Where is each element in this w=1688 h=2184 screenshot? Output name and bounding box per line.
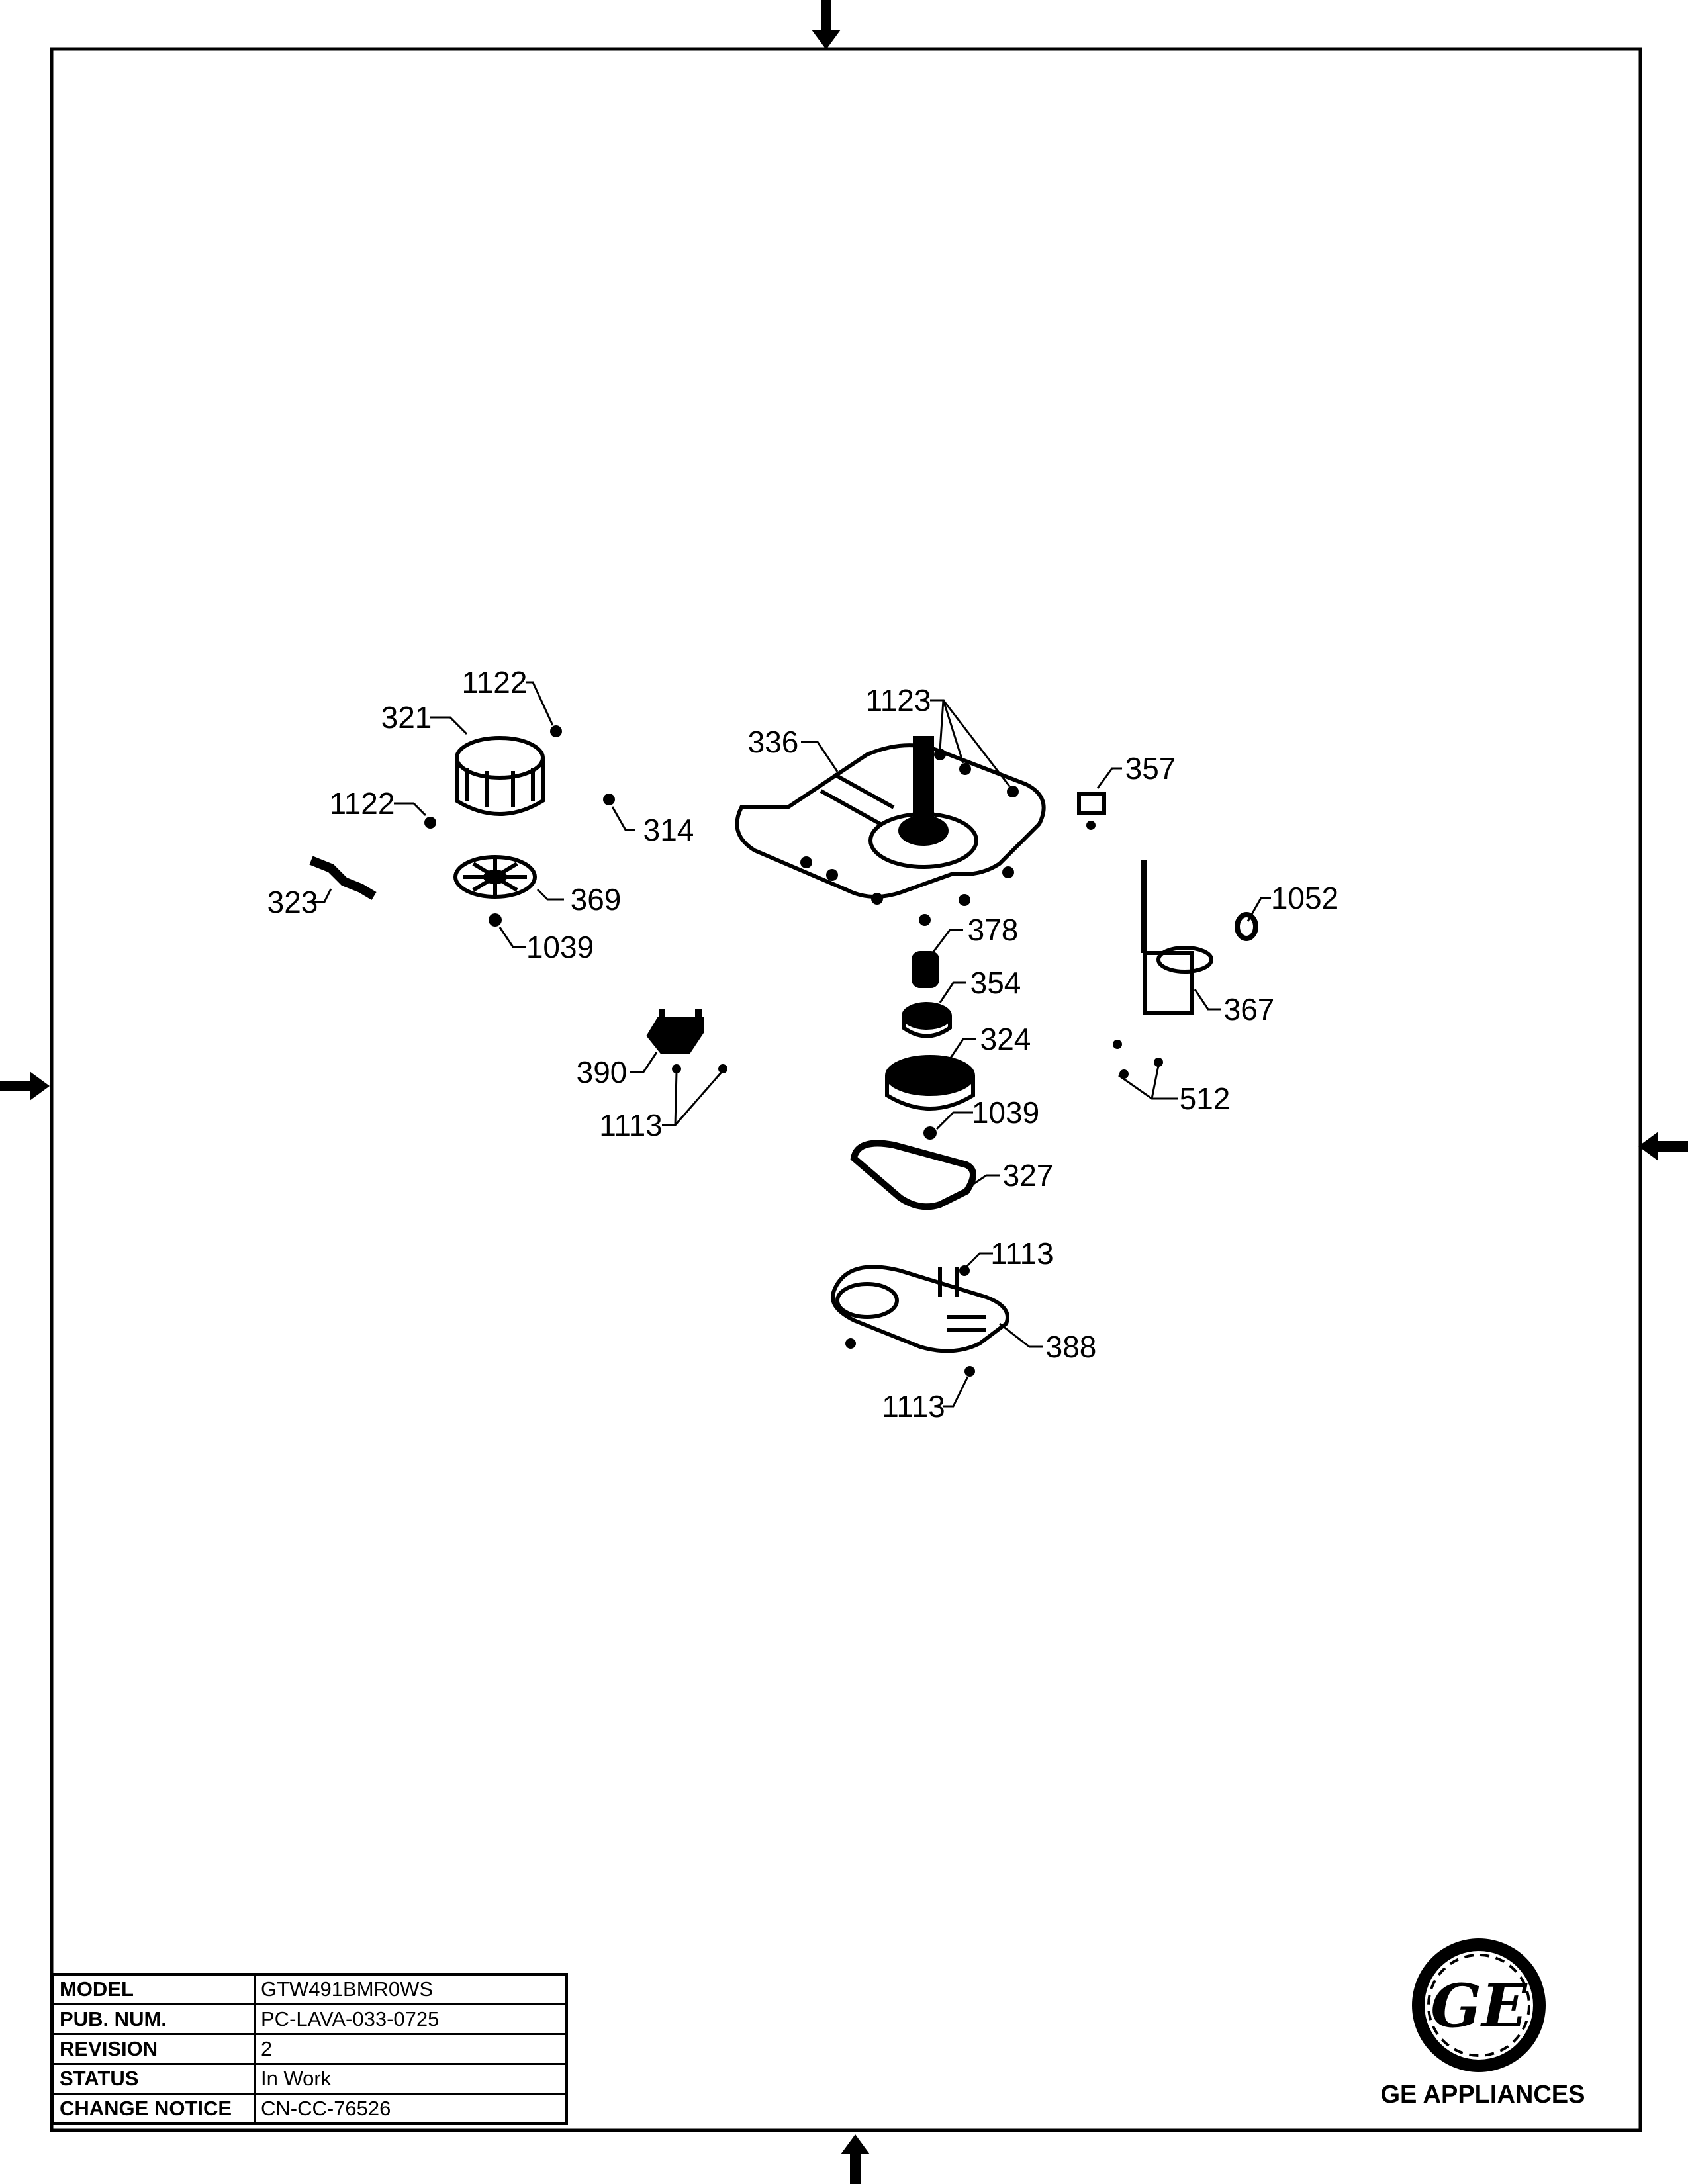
callout-354: 354 bbox=[970, 966, 1021, 1000]
part-378 bbox=[912, 951, 939, 988]
part-motor-321 bbox=[455, 736, 545, 816]
callout-321: 321 bbox=[381, 700, 432, 735]
callout-327: 327 bbox=[1003, 1158, 1054, 1193]
model-value: GTW491BMR0WS bbox=[254, 1973, 568, 2005]
callout-336: 336 bbox=[748, 725, 799, 759]
callout-1122: 1122 bbox=[330, 786, 395, 821]
revision-value: 2 bbox=[254, 2033, 568, 2065]
part-pulley-324 bbox=[885, 1055, 975, 1111]
callout-369: 369 bbox=[571, 882, 622, 917]
status-value: In Work bbox=[254, 2063, 568, 2095]
callout-388: 388 bbox=[1046, 1330, 1097, 1364]
drawing-border bbox=[50, 47, 1642, 2132]
callout-1039: 1039 bbox=[972, 1095, 1039, 1130]
parts bbox=[309, 736, 1258, 1353]
part-1052 bbox=[1235, 912, 1258, 941]
ge-logo-mark: GE bbox=[1430, 1971, 1528, 2041]
callout-390: 390 bbox=[577, 1055, 628, 1089]
callout-1113: 1113 bbox=[882, 1389, 945, 1424]
arrow-top-icon bbox=[812, 0, 841, 50]
arrow-left-icon bbox=[0, 1071, 50, 1101]
callout-1122: 1122 bbox=[462, 665, 528, 700]
brand-name: GE APPLIANCES bbox=[1380, 2081, 1585, 2109]
part-shield-388 bbox=[831, 1265, 1009, 1353]
callout-1039: 1039 bbox=[526, 930, 594, 964]
callout-512: 512 bbox=[1180, 1081, 1231, 1116]
leader-lines bbox=[311, 681, 1271, 1408]
model-label: MODEL bbox=[52, 1973, 256, 2005]
change-notice-value: CN-CC-76526 bbox=[254, 2093, 568, 2125]
callout-324: 324 bbox=[980, 1022, 1031, 1056]
callout-357: 357 bbox=[1125, 751, 1176, 786]
screws bbox=[424, 725, 1163, 1377]
callout-367: 367 bbox=[1224, 992, 1275, 1026]
part-fan-369 bbox=[453, 855, 537, 899]
revision-label: REVISION bbox=[52, 2033, 256, 2065]
callout-1052: 1052 bbox=[1271, 881, 1338, 915]
ge-logo: GE bbox=[1412, 1938, 1546, 2072]
callout-323: 323 bbox=[267, 885, 318, 919]
status-label: STATUS bbox=[52, 2063, 256, 2095]
change-notice-label: CHANGE NOTICE bbox=[52, 2093, 256, 2125]
callout-1113: 1113 bbox=[990, 1236, 1054, 1271]
part-390 bbox=[646, 1009, 704, 1054]
part-357 bbox=[1077, 792, 1106, 815]
arrow-bottom-icon bbox=[841, 2134, 870, 2184]
callout-378: 378 bbox=[968, 913, 1019, 947]
pub-num-label: PUB. NUM. bbox=[52, 2003, 256, 2035]
part-gearcase-336 bbox=[735, 736, 1046, 899]
arrow-right-icon bbox=[1638, 1132, 1688, 1161]
callout-1113: 1113 bbox=[599, 1108, 663, 1142]
pub-num-value: PC-LAVA-033-0725 bbox=[254, 2003, 568, 2035]
callout-1123: 1123 bbox=[866, 683, 931, 717]
callout-labels: 1122 321 1122 314 323 369 1039 336 1123 … bbox=[267, 665, 1339, 1424]
callout-314: 314 bbox=[643, 813, 694, 847]
part-pump-367 bbox=[1141, 860, 1213, 1015]
part-harness-323 bbox=[309, 856, 377, 901]
title-block-row: PUB. NUM.PC-LAVA-033-0725 bbox=[52, 2003, 568, 2035]
part-belt-327 bbox=[850, 1140, 976, 1210]
part-354 bbox=[902, 1002, 952, 1038]
